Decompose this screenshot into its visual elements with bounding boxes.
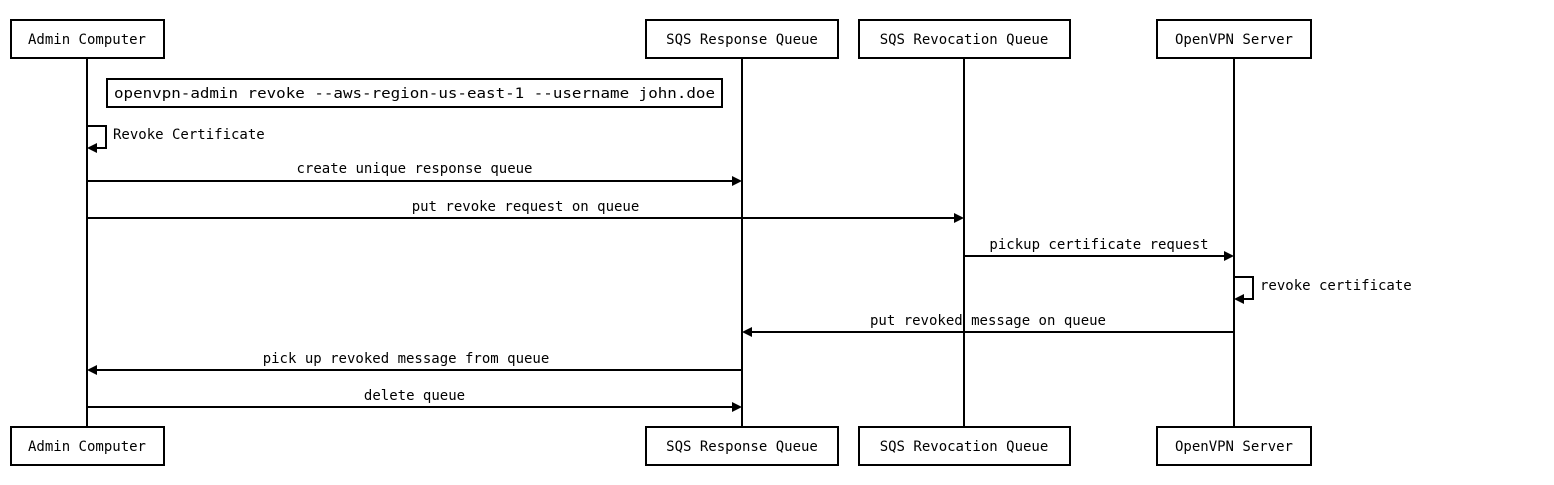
message-put-revoked-message: put revoked message on queue [742, 313, 1234, 337]
participant-admin-top-label: Admin Computer [28, 32, 146, 48]
participant-response-bottom-label: SQS Response Queue [666, 439, 818, 455]
participant-response-top: SQS Response Queue [645, 19, 839, 59]
participant-openvpn-bottom-label: OpenVPN Server [1175, 439, 1293, 455]
arrowhead [1234, 294, 1244, 304]
participant-openvpn-top-label: OpenVPN Server [1175, 32, 1293, 48]
arrowhead [954, 213, 964, 223]
self-message-revoke-certificate-server: revoke certificate [1234, 276, 1412, 304]
participant-revocation-top-label: SQS Revocation Queue [880, 32, 1049, 48]
message-put-revoke-request-label: put revoke request on queue [412, 199, 640, 215]
arrowhead [87, 143, 97, 153]
participant-admin-bottom-label: Admin Computer [28, 439, 146, 455]
participant-openvpn-bottom: OpenVPN Server [1156, 426, 1312, 466]
self-message-revoke-certificate-server-label: revoke certificate [1260, 278, 1412, 294]
message-pickup-certificate-request: pickup certificate request [964, 237, 1234, 261]
message-delete-queue-label: delete queue [364, 388, 465, 404]
command-note-text: openvpn-admin revoke --aws-region-us-eas… [114, 86, 715, 102]
arrowhead [87, 365, 97, 375]
participant-admin-top: Admin Computer [10, 19, 165, 59]
arrowhead [1224, 251, 1234, 261]
participant-response-bottom: SQS Response Queue [645, 426, 839, 466]
arrowhead [732, 402, 742, 412]
message-put-revoked-message-label: put revoked message on queue [870, 313, 1106, 329]
arrowhead [732, 176, 742, 186]
participant-admin-bottom: Admin Computer [10, 426, 165, 466]
message-pickup-certificate-request-label: pickup certificate request [989, 237, 1208, 253]
participant-revocation-top: SQS Revocation Queue [858, 19, 1071, 59]
participant-response-top-label: SQS Response Queue [666, 32, 818, 48]
self-message-revoke-certificate: Revoke Certificate [87, 125, 265, 153]
participant-openvpn-top: OpenVPN Server [1156, 19, 1312, 59]
participant-revocation-bottom: SQS Revocation Queue [858, 426, 1071, 466]
message-create-response-queue: create unique response queue [87, 161, 742, 186]
message-delete-queue: delete queue [87, 388, 742, 412]
message-put-revoke-request: put revoke request on queue [87, 198, 964, 223]
participant-revocation-bottom-label: SQS Revocation Queue [880, 439, 1049, 455]
message-create-response-queue-label: create unique response queue [296, 161, 532, 177]
command-note: openvpn-admin revoke --aws-region-us-eas… [106, 78, 723, 108]
self-message-revoke-certificate-label: Revoke Certificate [113, 127, 265, 143]
message-pick-up-revoked-message-label: pick up revoked message from queue [263, 351, 550, 367]
message-pick-up-revoked-message: pick up revoked message from queue [87, 351, 742, 375]
arrowhead [742, 327, 752, 337]
